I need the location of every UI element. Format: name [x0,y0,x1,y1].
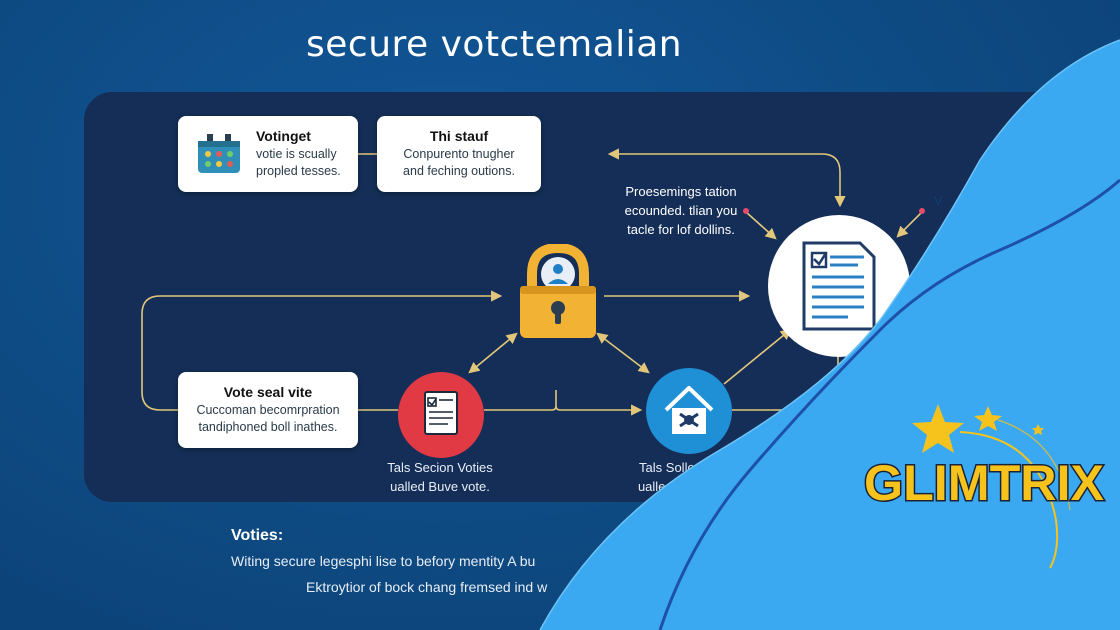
edge-caption: V [934,193,943,208]
card-voting-desc: votie is scually propled tesses. [256,146,352,180]
padlock-icon [520,242,596,338]
caption-left: Tals Secion Voties ualled Buve vote. [370,458,510,496]
card-vote-title: Vote seal vite [223,384,313,400]
card-stauf-title: Thi stauf [429,128,489,144]
brand-name: GLIMTRIX [864,455,1104,511]
document-node [398,372,484,458]
card-voting-desc-line: votie is scually [256,147,337,161]
connector-caption-docbig [745,211,777,240]
card-vote-desc-line: Cuccoman becomrpration [196,403,340,417]
card-stauf-desc-line: and feching outions. [403,164,515,178]
caption-line: Proesemings tation [625,184,737,199]
dot-marker [743,208,749,214]
card-stauf: Thi stauf Conpurento tnugher and feching… [377,116,541,192]
checklist-document-node [768,215,910,357]
notes-line: Witing secure legesphi lise to befory me… [231,553,536,569]
notes-heading: Voties: [231,527,284,544]
brand-logo: GLIMTRIX [863,404,1106,569]
ballot-box-icon [196,132,242,181]
page-title: secure votctemalian [306,24,683,65]
connector-left-loop [141,290,503,411]
checklist-document-icon [802,241,876,331]
connector-lock-doc [468,332,518,374]
caption-line: Tals Secion Voties [387,460,493,475]
card-vote-seal: Vote seal vite Cuccoman becomrpration ta… [178,372,358,448]
card-voting-desc-line: propled tesses. [256,164,341,178]
caption-processing: Proesemings tation ecounded. tlian you t… [606,182,756,239]
card-voting-title: Votinget [256,128,311,144]
caption-line: tacle for lof dollins. [627,222,735,237]
connector-edge-docbig [896,211,923,238]
house-node [646,368,732,454]
card-voting: Votinget votie is scually propled tesses… [178,116,358,192]
card-vote-desc-line: tandiphoned boll inathes. [198,420,338,434]
card-stauf-desc: Conpurento tnugher and feching outions. [377,146,541,180]
card-vote-desc: Cuccoman becomrpration tandiphoned boll … [178,402,358,436]
house-icon [664,386,714,434]
caption-line: ualled Buve vote. [390,479,490,494]
connector-doc-house [484,390,640,410]
document-icon [424,391,458,435]
star-icon [912,404,1044,453]
caption-line: ecounded. tlian you [624,203,738,218]
connector-lock-house [596,332,650,374]
lock-node [514,242,602,345]
connector-top-loop [607,148,846,208]
notes-line: Ektroytior of bock chang fremsed ind w [306,579,548,595]
connector-house-docbig [723,328,792,385]
dot-marker [919,208,925,214]
card-stauf-desc-line: Conpurento tnugher [403,147,515,161]
